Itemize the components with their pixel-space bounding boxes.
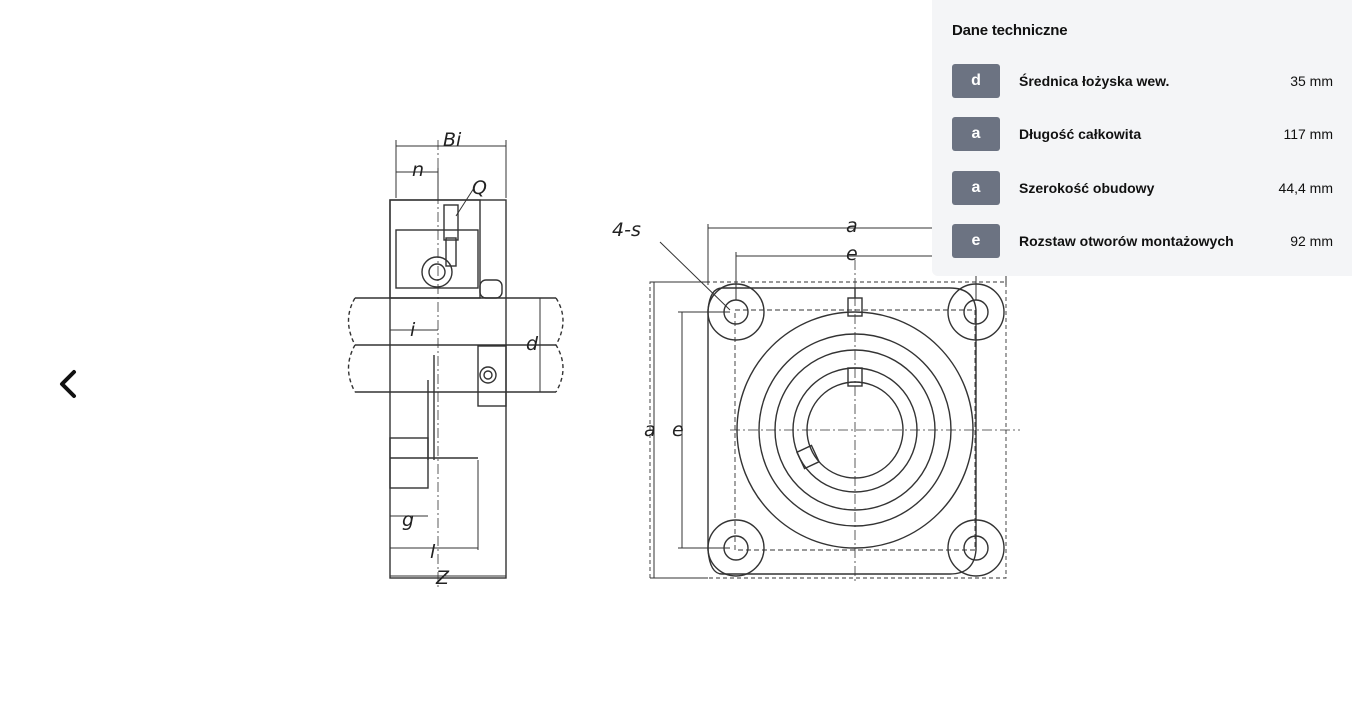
spec-row: e Rozstaw otworów montażowych 92 mm [952,224,1333,258]
technical-specs-panel: Dane techniczne d Średnica łożyska wew. … [932,0,1352,276]
spec-badge: a [952,117,1000,151]
spec-row: a Długość całkowita 117 mm [952,117,1333,151]
spec-label: Szerokość obudowy [1019,180,1155,196]
spec-value: 35 mm [1290,73,1333,89]
label-l: l [430,541,436,563]
spec-label: Długość całkowita [1019,126,1142,142]
spec-label: Średnica łożyska wew. [1019,73,1170,89]
label-a-top: a [846,215,858,237]
label-i: i [410,319,416,341]
chevron-left-icon [60,370,76,398]
label-g: g [402,509,414,531]
spec-label: Rozstaw otworów montażowych [1019,233,1234,249]
technical-drawing: Bi n Q i d g l Z 4-s a e a e [347,129,1020,590]
label-e-side: e [672,419,684,441]
spec-row: d Średnica łożyska wew. 35 mm [952,64,1333,98]
label-s: 4-s [612,219,641,241]
spec-badge: e [952,224,1000,258]
spec-value: 44,4 mm [1278,180,1333,196]
drawing-labels: Bi n Q i d g l Z 4-s a e a e [402,129,858,589]
spec-badge: a [952,171,1000,205]
label-e-top: e [846,243,858,265]
label-d: d [526,333,539,355]
spec-value: 117 mm [1283,126,1333,142]
label-q: Q [472,177,487,199]
label-bi: Bi [443,129,462,151]
spec-row: a Szerokość obudowy 44,4 mm [952,171,1333,205]
spec-badge: d [952,64,1000,98]
label-n: n [412,159,424,181]
specs-title: Dane techniczne [952,22,1068,39]
label-a-side: a [644,419,656,441]
label-z: Z [435,567,450,589]
previous-image-button[interactable] [48,362,88,406]
spec-value: 92 mm [1290,233,1333,249]
